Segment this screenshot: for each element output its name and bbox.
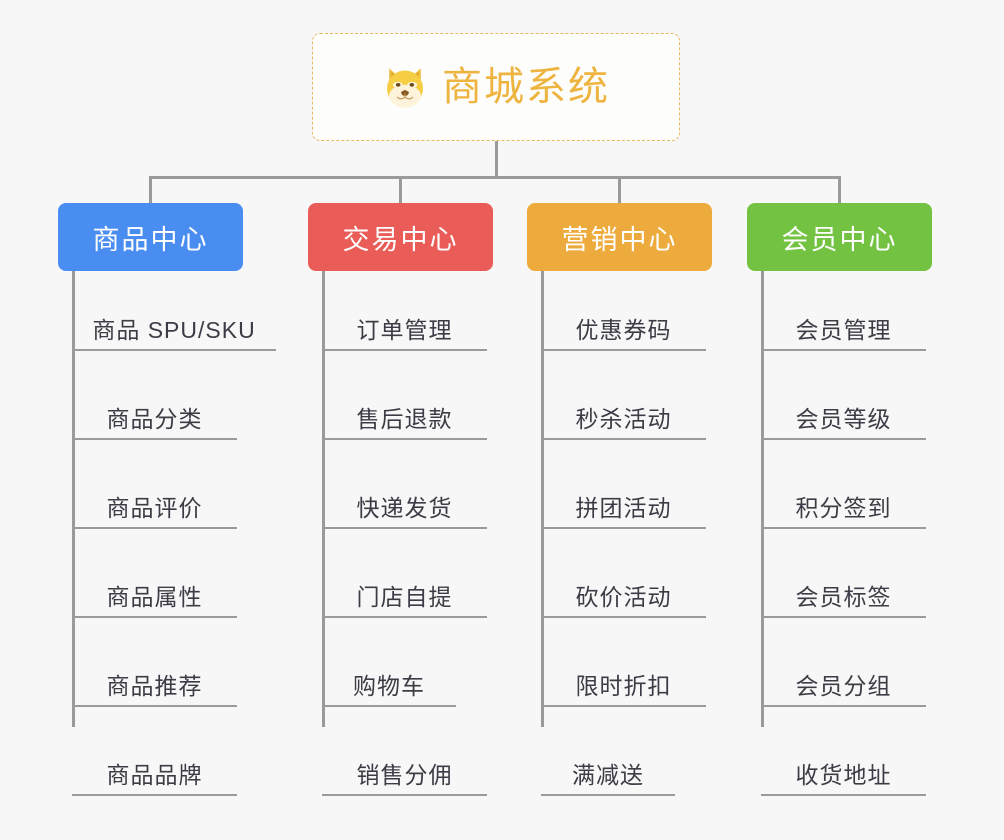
root-node-shop-system[interactable]: 商城系统 bbox=[312, 33, 680, 141]
leaf-label-3-4: 砍价活动 bbox=[575, 584, 672, 610]
category-label-4: 会员中心 bbox=[781, 224, 898, 255]
leaf-item-1-1[interactable]: 商品 SPU/SKU bbox=[72, 271, 276, 351]
leaf-item-1-5[interactable]: 商品推荐 bbox=[72, 618, 237, 707]
leaf-label-3-1: 优惠券码 bbox=[575, 317, 672, 343]
category-label-2: 交易中心 bbox=[342, 224, 459, 255]
leaf-label-4-4: 会员标签 bbox=[795, 584, 892, 610]
leaf-item-2-6[interactable]: 销售分佣 bbox=[322, 707, 487, 796]
leaf-item-2-1[interactable]: 订单管理 bbox=[322, 271, 487, 351]
connector-root-stem bbox=[495, 141, 498, 178]
leaf-label-4-6: 收货地址 bbox=[795, 762, 892, 788]
category-header-4[interactable]: 会员中心 bbox=[747, 203, 932, 271]
leaf-label-1-5: 商品推荐 bbox=[106, 673, 203, 699]
leaf-item-2-2[interactable]: 售后退款 bbox=[322, 351, 487, 440]
leaf-label-2-2: 售后退款 bbox=[356, 406, 453, 432]
dog-face-icon bbox=[382, 64, 428, 110]
leaf-item-4-4[interactable]: 会员标签 bbox=[761, 529, 926, 618]
leaf-item-1-4[interactable]: 商品属性 bbox=[72, 529, 237, 618]
leaf-rail-3 bbox=[541, 271, 544, 727]
leaf-item-2-3[interactable]: 快递发货 bbox=[322, 440, 487, 529]
connector-drop-2 bbox=[399, 176, 402, 204]
leaf-rail-4 bbox=[761, 271, 764, 727]
leaf-rail-2 bbox=[322, 271, 325, 727]
leaf-item-4-2[interactable]: 会员等级 bbox=[761, 351, 926, 440]
leaf-item-3-5[interactable]: 限时折扣 bbox=[541, 618, 706, 707]
leaf-label-3-5: 限时折扣 bbox=[575, 673, 672, 699]
leaf-label-2-5: 购物车 bbox=[353, 673, 425, 699]
leaf-item-3-6[interactable]: 满减送 bbox=[541, 707, 675, 796]
leaf-label-1-3: 商品评价 bbox=[106, 495, 203, 521]
leaf-item-3-3[interactable]: 拼团活动 bbox=[541, 440, 706, 529]
category-label-1: 商品中心 bbox=[92, 224, 209, 255]
leaf-label-1-6: 商品品牌 bbox=[106, 762, 203, 788]
category-header-2[interactable]: 交易中心 bbox=[308, 203, 493, 271]
connector-drop-1 bbox=[149, 176, 152, 204]
leaf-label-3-3: 拼团活动 bbox=[575, 495, 672, 521]
leaf-label-1-1: 商品 SPU/SKU bbox=[92, 317, 256, 343]
category-header-1[interactable]: 商品中心 bbox=[58, 203, 243, 271]
leaf-label-4-2: 会员等级 bbox=[795, 406, 892, 432]
leaf-item-4-6[interactable]: 收货地址 bbox=[761, 707, 926, 796]
leaf-label-3-2: 秒杀活动 bbox=[575, 406, 672, 432]
leaf-item-2-4[interactable]: 门店自提 bbox=[322, 529, 487, 618]
connector-horizontal-bus bbox=[150, 176, 840, 179]
leaf-item-4-5[interactable]: 会员分组 bbox=[761, 618, 926, 707]
leaf-item-3-2[interactable]: 秒杀活动 bbox=[541, 351, 706, 440]
category-label-3: 营销中心 bbox=[561, 224, 678, 255]
leaf-item-2-5[interactable]: 购物车 bbox=[322, 618, 456, 707]
leaf-rail-1 bbox=[72, 271, 75, 727]
leaf-item-1-6[interactable]: 商品品牌 bbox=[72, 707, 237, 796]
leaf-label-2-1: 订单管理 bbox=[356, 317, 453, 343]
root-title: 商城系统 bbox=[442, 65, 610, 109]
leaf-item-3-4[interactable]: 砍价活动 bbox=[541, 529, 706, 618]
leaf-label-2-3: 快递发货 bbox=[356, 495, 453, 521]
leaf-item-4-1[interactable]: 会员管理 bbox=[761, 271, 926, 351]
leaf-label-2-4: 门店自提 bbox=[356, 584, 453, 610]
leaf-label-1-2: 商品分类 bbox=[106, 406, 203, 432]
leaf-label-4-3: 积分签到 bbox=[795, 495, 892, 521]
leaf-item-4-3[interactable]: 积分签到 bbox=[761, 440, 926, 529]
leaf-item-3-1[interactable]: 优惠券码 bbox=[541, 271, 706, 351]
connector-drop-3 bbox=[618, 176, 621, 204]
leaf-item-1-3[interactable]: 商品评价 bbox=[72, 440, 237, 529]
leaf-item-1-2[interactable]: 商品分类 bbox=[72, 351, 237, 440]
leaf-label-3-6: 满减送 bbox=[572, 762, 644, 788]
leaf-label-2-6: 销售分佣 bbox=[356, 762, 453, 788]
connector-drop-4 bbox=[838, 176, 841, 204]
leaf-label-1-4: 商品属性 bbox=[106, 584, 203, 610]
leaf-label-4-1: 会员管理 bbox=[795, 317, 892, 343]
leaf-label-4-5: 会员分组 bbox=[795, 673, 892, 699]
category-header-3[interactable]: 营销中心 bbox=[527, 203, 712, 271]
